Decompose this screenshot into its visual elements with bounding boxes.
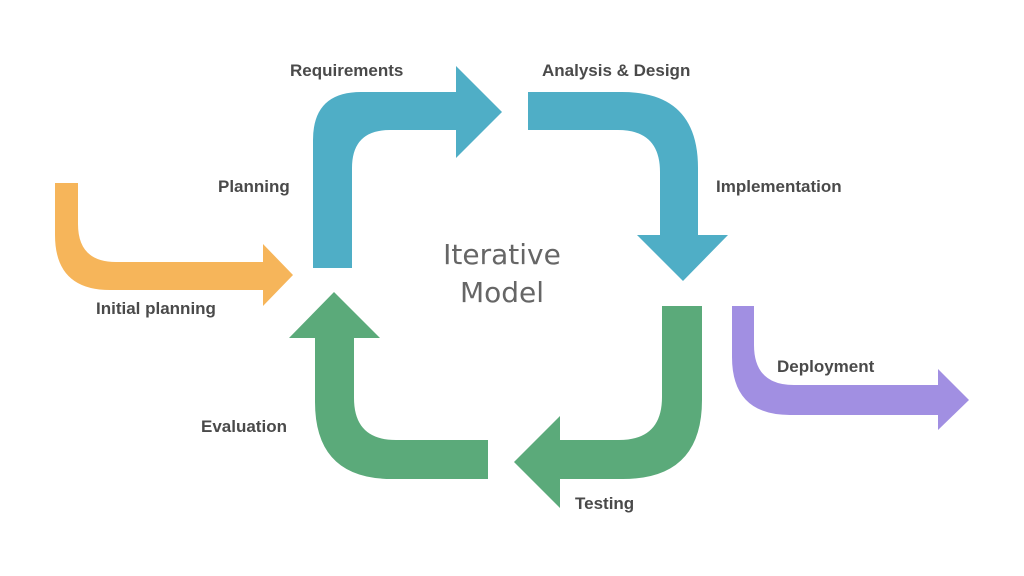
initial-planning-arrow [55,183,293,306]
label-deployment: Deployment [777,357,875,376]
label-analysis-design: Analysis & Design [542,61,691,80]
evaluation-arrow [289,292,488,479]
label-planning: Planning [218,177,290,196]
diagram-title: Iterative Model [402,236,602,312]
label-evaluation: Evaluation [201,417,287,436]
deployment-arrow [732,306,969,430]
implementation-arrow [528,92,728,281]
testing-arrow [514,306,702,508]
title-line-1: Iterative [443,238,561,271]
label-requirements: Requirements [290,61,404,80]
requirements-arrow [313,66,502,268]
label-testing: Testing [575,494,635,513]
label-initial-planning: Initial planning [96,299,216,318]
label-implementation: Implementation [716,177,842,196]
title-line-2: Model [459,276,545,309]
